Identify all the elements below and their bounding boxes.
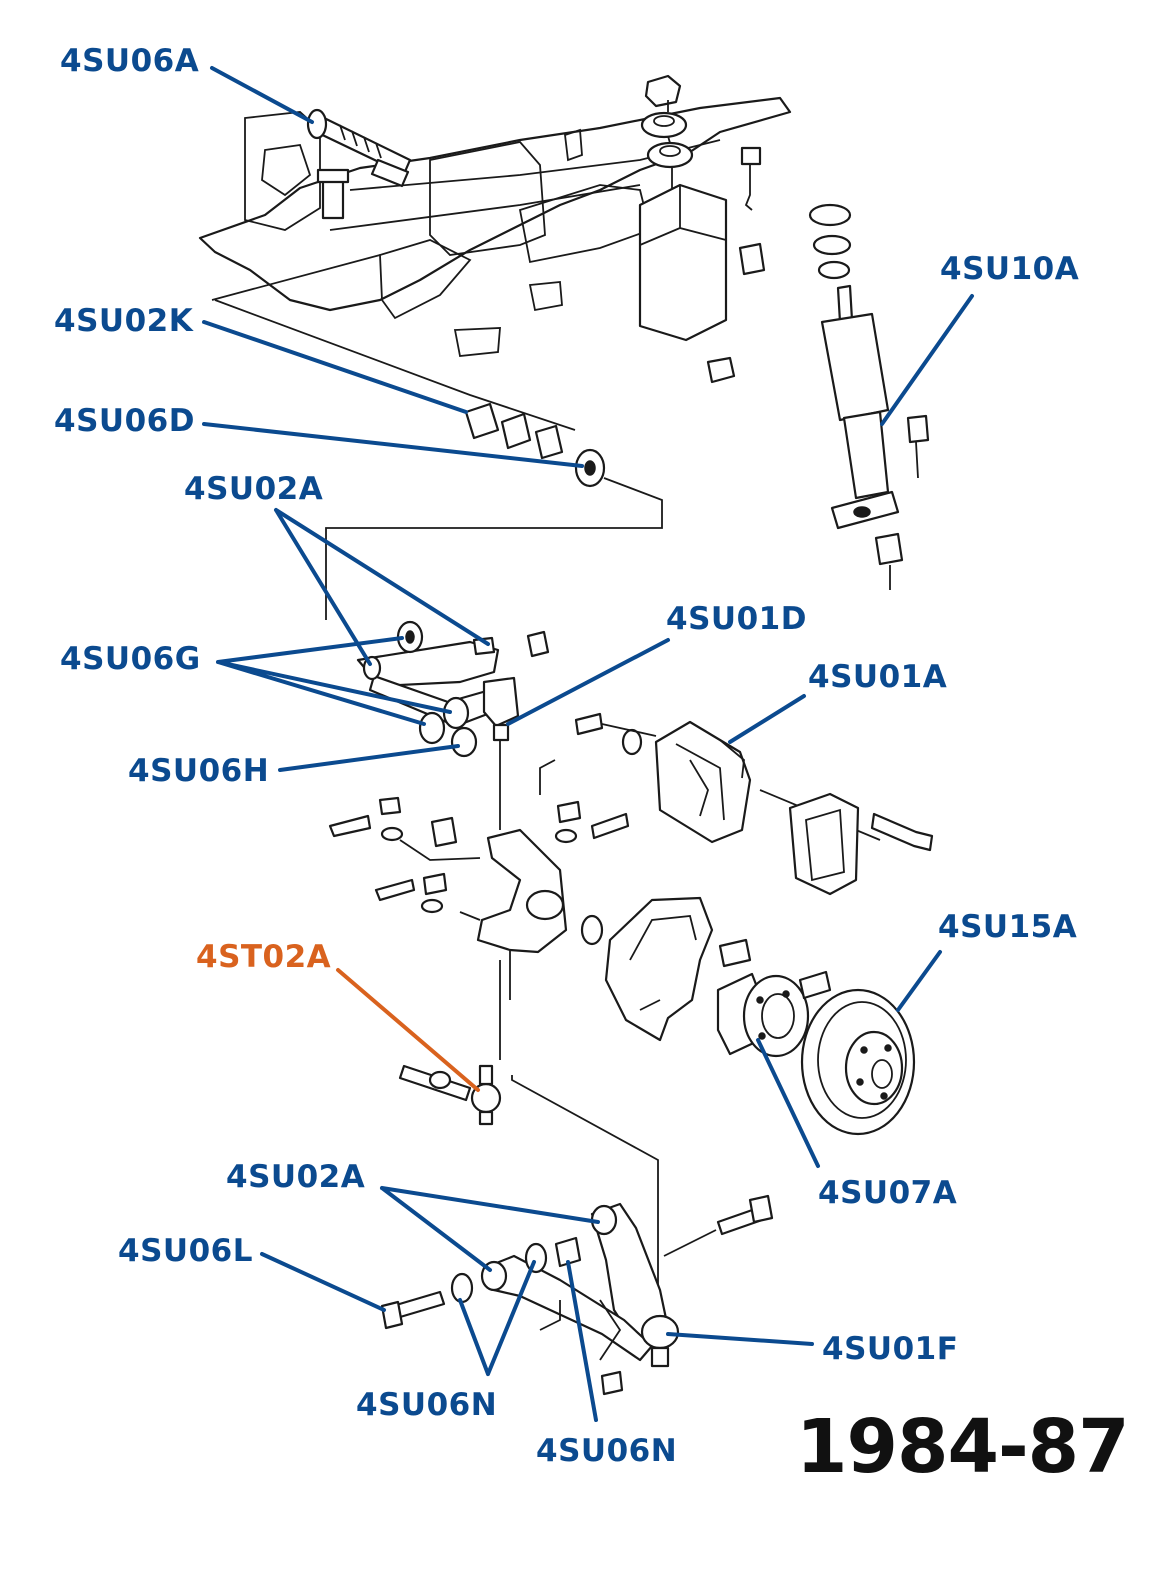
shock-absorber	[808, 203, 930, 590]
frame-crossmember	[198, 96, 792, 431]
shock-upper-cushions	[640, 74, 694, 190]
callout-label-4su15a: 4SU15A	[938, 909, 1078, 945]
callout-label-4su06n-left: 4SU06N	[356, 1387, 498, 1423]
callout-label-4su02k: 4SU02K	[54, 303, 194, 339]
callout-label-4su06n-right: 4SU06N	[536, 1433, 678, 1469]
callout-label-4su06g: 4SU06G	[60, 641, 201, 677]
callout-label-4su10a: 4SU10A	[940, 251, 1080, 287]
wheel-hub	[716, 970, 832, 1058]
callout-label-4su01f: 4SU01F	[822, 1331, 959, 1367]
callout-label-4su06l: 4SU06L	[118, 1233, 253, 1269]
tie-rod-end	[398, 1064, 659, 1318]
callout-label-4su06a: 4SU06A	[60, 43, 200, 79]
spring-tower	[638, 146, 766, 384]
upper-arm-bolt	[306, 108, 412, 220]
callout-label-4su06d: 4SU06D	[54, 403, 195, 439]
callout-label-4su01a: 4SU01A	[808, 659, 948, 695]
callout-label-4su02a-lower: 4SU02A	[226, 1159, 366, 1195]
steering-knuckle	[328, 740, 630, 1060]
upper-control-arm	[356, 620, 550, 758]
dust-shield	[604, 896, 752, 1042]
brake-caliper	[574, 712, 934, 896]
callout-label-4su01d: 4SU01D	[666, 601, 807, 637]
callout-label-4st02a: 4ST02A	[196, 939, 332, 975]
alignment-shims	[325, 402, 663, 620]
callout-leaders	[202, 66, 974, 1422]
callout-label-4su02a-upper: 4SU02A	[184, 471, 324, 507]
callout-label-4su06h: 4SU06H	[128, 753, 270, 789]
lower-control-arm	[380, 1194, 774, 1396]
model-year-range: 1984-87	[796, 1404, 1130, 1490]
callout-label-4su07a: 4SU07A	[818, 1175, 958, 1211]
brake-rotor	[800, 988, 916, 1136]
